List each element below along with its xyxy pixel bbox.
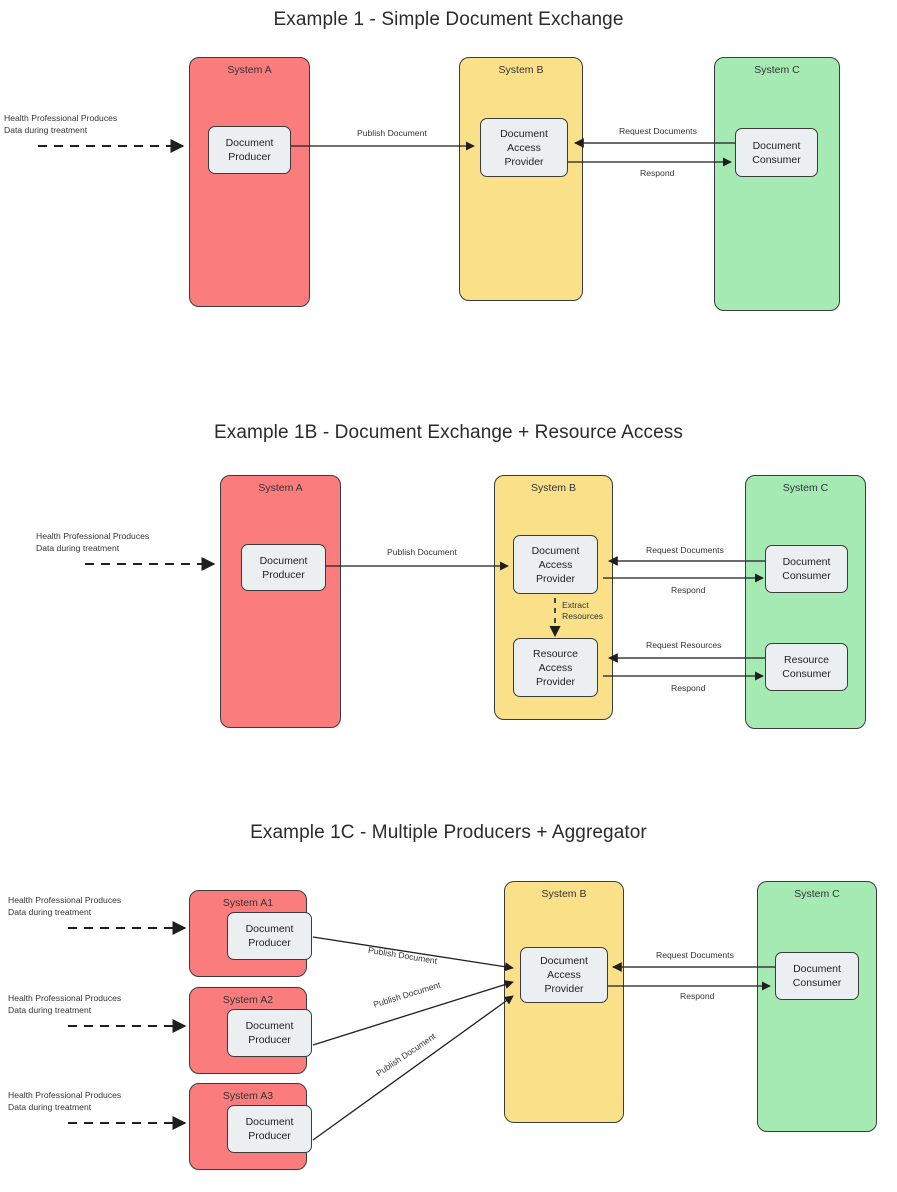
- node-line-2: Producer: [262, 568, 305, 581]
- system-b-label: System B: [541, 888, 587, 900]
- node-document-producer[interactable]: Document Producer: [208, 126, 291, 174]
- node-line-1: Document: [259, 554, 308, 567]
- node-line-2: Producer: [228, 151, 271, 163]
- node-line-2: Consumer: [792, 977, 842, 989]
- node-line-1: Document: [782, 556, 831, 568]
- node-line-1: Document: [225, 137, 274, 149]
- node-line-1: Resource: [784, 654, 829, 666]
- node-document-consumer[interactable]: Document Consumer: [735, 128, 818, 177]
- note-line-2: Data during treatment: [4, 124, 88, 135]
- diagram-1c-edges: [68, 921, 776, 1141]
- diagram-1b-title: Example 1B - Document Exchange + Resourc…: [214, 422, 683, 443]
- diagram-1c-title: Example 1C - Multiple Producers + Aggreg…: [250, 822, 647, 843]
- node-line-1: Document: [245, 923, 294, 935]
- label-respond-documents: Respond: [671, 585, 706, 595]
- node-line-2: Producer: [248, 937, 291, 949]
- label-respond-resources: Respond: [671, 683, 706, 693]
- node-document-producer-3[interactable]: Document Producer: [227, 1105, 312, 1153]
- note-line-1: Health Professional Produces: [8, 895, 122, 905]
- node-line-2: Access: [538, 661, 573, 674]
- system-c-container: System C: [714, 57, 840, 311]
- label-respond: Respond: [680, 991, 715, 1001]
- system-a3-label: System A3: [222, 1090, 274, 1102]
- node-resource-consumer[interactable]: Resource Consumer: [765, 643, 848, 691]
- node-line-1: Document: [245, 1116, 294, 1128]
- edge-publish-document-3: [312, 995, 514, 1141]
- label-request-documents: Request Documents: [646, 545, 724, 555]
- system-a2-label: System A2: [222, 994, 274, 1006]
- edge-publish-document-1: [312, 936, 514, 972]
- node-line-2: Consumer: [782, 668, 831, 680]
- diagram-1-title: Example 1 - Simple Document Exchange: [273, 9, 624, 30]
- node-line-2: Consumer: [752, 153, 801, 166]
- node-line-1: Document: [500, 127, 548, 140]
- system-c-label: System C: [782, 482, 829, 494]
- label-request-documents: Request Documents: [656, 950, 734, 960]
- label-line-2: Resources: [562, 611, 604, 621]
- note-line-2: Data during treatment: [8, 906, 92, 917]
- diagram-example-1b: Example 1B - Document Exchange + Resourc…: [0, 400, 897, 800]
- node-line-1: Document: [245, 1020, 294, 1032]
- node-line-1: Document: [793, 963, 841, 975]
- system-a-label: System A: [258, 482, 303, 494]
- note-line-2: Data during treatment: [8, 1004, 92, 1015]
- diagram-1b-edges: [85, 556, 769, 681]
- node-document-access-provider[interactable]: Document Access Provider: [480, 118, 568, 177]
- node-document-consumer[interactable]: Document Consumer: [765, 545, 848, 593]
- system-b-container: System B: [459, 57, 583, 301]
- system-c-label: System C: [754, 64, 800, 76]
- node-line-2: Producer: [248, 1130, 291, 1142]
- node-line-2: Consumer: [782, 570, 831, 582]
- system-c-label: System C: [794, 888, 840, 900]
- system-c-container: System C: [757, 881, 877, 1132]
- system-b-label: System B: [531, 482, 576, 494]
- note-line-1: Health Professional Produces: [8, 1090, 122, 1100]
- node-line-2: Access: [507, 141, 541, 154]
- note-line-1: Health Professional Produces: [4, 113, 118, 123]
- node-line-1: Document: [540, 955, 588, 967]
- diagram-example-1c: Example 1C - Multiple Producers + Aggreg…: [0, 800, 897, 1192]
- node-line-1: Resource: [533, 647, 578, 660]
- node-document-producer[interactable]: Document Producer: [241, 544, 326, 591]
- note-health-professional: Health Professional Produces Data during…: [4, 113, 117, 136]
- note-line-1: Health Professional Produces: [8, 993, 122, 1003]
- node-line-2: Access: [538, 558, 573, 571]
- label-publish-document: Publish Document: [357, 128, 427, 138]
- note-health-professional-1: Health Professional Produces Data during…: [8, 895, 121, 918]
- system-a1-label: System A1: [222, 897, 274, 909]
- node-line-2: Access: [547, 969, 581, 981]
- note-health-professional-3: Health Professional Produces Data during…: [8, 1090, 121, 1113]
- node-document-producer-1[interactable]: Document Producer: [227, 912, 312, 960]
- label-publish-document: Publish Document: [387, 547, 457, 557]
- node-line-3: Provider: [535, 572, 576, 585]
- edge-publish-document-2: [312, 980, 514, 1046]
- node-document-access-provider[interactable]: Document Access Provider: [520, 947, 608, 1003]
- note-line-1: Health Professional Produces: [36, 531, 150, 541]
- system-a-container: System A: [220, 475, 341, 728]
- node-line-3: Provider: [544, 983, 584, 995]
- system-a-label: System A: [227, 64, 272, 76]
- label-line-1: Extract: [562, 600, 589, 610]
- note-health-professional-2: Health Professional Produces Data during…: [8, 993, 121, 1016]
- system-a-container: System A: [189, 57, 310, 307]
- node-document-access-provider[interactable]: Document Access Provider: [513, 535, 598, 594]
- node-line-1: Document: [531, 544, 580, 557]
- note-line-2: Data during treatment: [36, 542, 120, 553]
- note-line-2: Data during treatment: [8, 1101, 92, 1112]
- diagram-1-edges: [38, 138, 737, 167]
- node-document-producer-2[interactable]: Document Producer: [227, 1009, 312, 1057]
- node-line-2: Producer: [248, 1034, 291, 1046]
- label-request-documents: Request Documents: [619, 126, 697, 136]
- node-line-1: Document: [752, 139, 801, 152]
- node-line-3: Provider: [535, 675, 576, 688]
- label-extract-resources: Extract Resources: [562, 600, 603, 622]
- note-health-professional: Health Professional Produces Data during…: [36, 531, 149, 554]
- system-b-label: System B: [498, 64, 544, 76]
- label-request-resources: Request Resources: [646, 640, 722, 650]
- node-document-consumer[interactable]: Document Consumer: [775, 952, 859, 1000]
- node-resource-access-provider[interactable]: Resource Access Provider: [513, 638, 598, 697]
- node-line-3: Provider: [504, 155, 544, 168]
- label-respond: Respond: [640, 168, 675, 178]
- diagram-example-1: Example 1 - Simple Document Exchange Sys…: [0, 0, 897, 400]
